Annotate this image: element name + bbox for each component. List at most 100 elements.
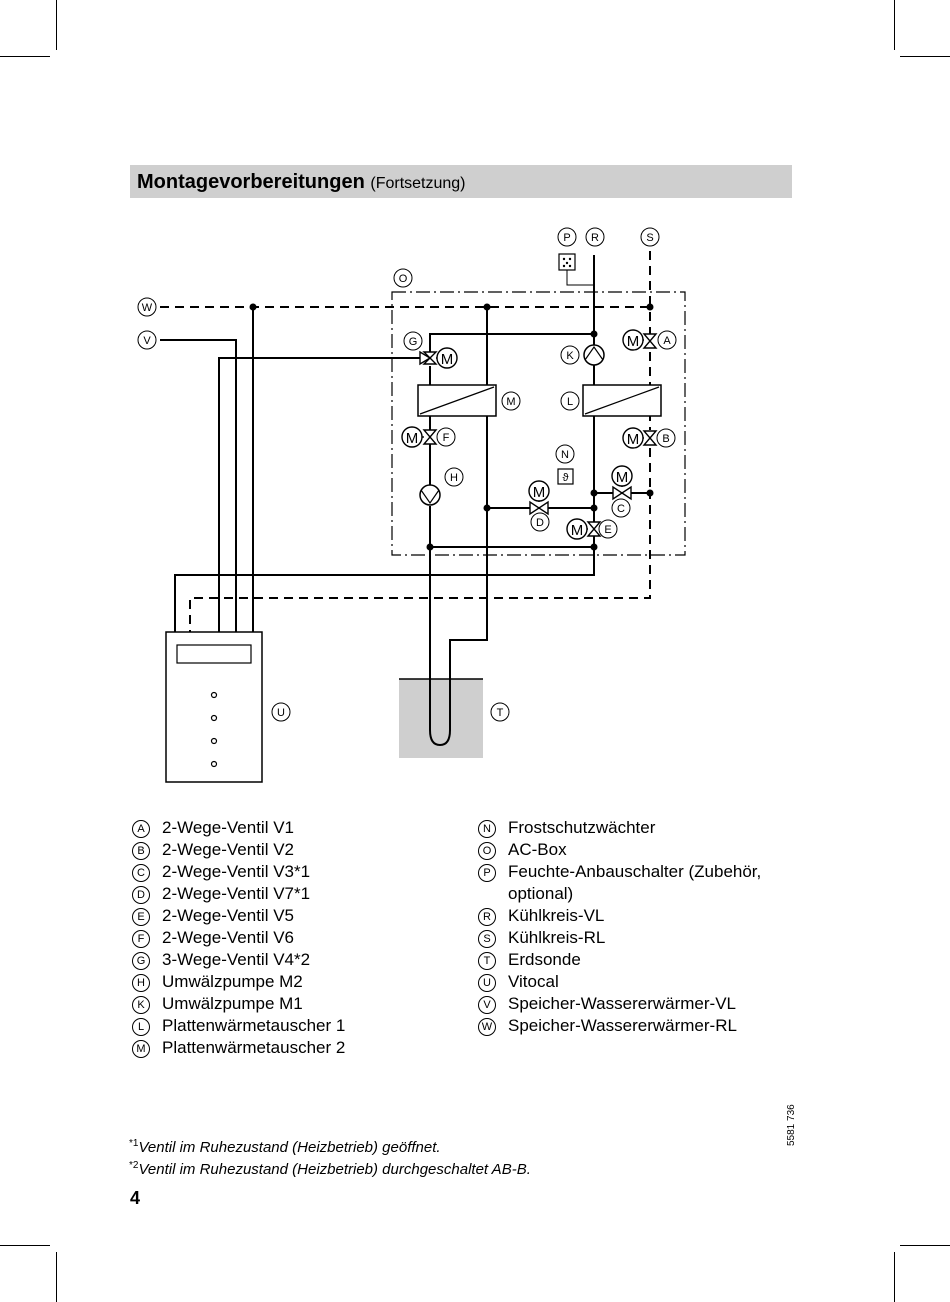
ac-box-frame xyxy=(391,291,686,556)
legend-item-text: Plattenwärmetauscher 2 xyxy=(162,1038,346,1057)
legend-key-circle: N xyxy=(478,820,496,838)
pump-h-wedge xyxy=(420,489,440,505)
legend-item-text: Umwälzpumpe M2 xyxy=(162,972,303,991)
legend-item-text: Erdsonde xyxy=(508,950,581,969)
legend-item-text: Kühlkreis-RL xyxy=(508,928,606,947)
label-o: O xyxy=(399,273,408,285)
valve-b xyxy=(642,430,658,446)
legend-key-circle: O xyxy=(478,842,496,860)
footnote-1: *1Ventil im Ruhezustand (Heizbetrieb) ge… xyxy=(129,1138,441,1156)
junction-dot xyxy=(590,489,598,497)
label-b: B xyxy=(662,433,669,445)
section-title-sub: (Fortsetzung) xyxy=(370,175,466,192)
motor-g xyxy=(436,347,458,369)
label-u: U xyxy=(277,707,285,719)
pipe-top-loop xyxy=(429,333,594,352)
legend-key-circle: G xyxy=(132,952,150,970)
legend-item-text: Frostschutzwächter xyxy=(508,818,656,837)
label-n: N xyxy=(561,449,569,461)
legend-item: P Feuchte-Anbauschalter (Zubehör, xyxy=(477,861,761,883)
label-s: S xyxy=(646,232,653,244)
junction-dot xyxy=(590,504,598,512)
document-number: 5581 736 xyxy=(786,1104,797,1146)
heat-exchanger-2-diagonal xyxy=(419,386,495,415)
frost-sensor-symbol: ϑ xyxy=(562,472,568,484)
legend-key-circle: B xyxy=(132,842,150,860)
pipe-v xyxy=(160,339,237,632)
motor-e-letter: M xyxy=(571,522,584,539)
valve-a xyxy=(642,333,658,349)
page-number: 4 xyxy=(130,1188,141,1208)
legend-key-circle: M xyxy=(132,1040,150,1058)
valve-f xyxy=(422,429,438,445)
junction-dot xyxy=(646,303,654,311)
legend-item-text: 2-Wege-Ventil V2 xyxy=(162,840,294,859)
crop-mark-tl-h xyxy=(0,56,50,57)
legend-key-circle: P xyxy=(478,864,496,882)
junction-dot xyxy=(646,489,654,497)
motor-b xyxy=(622,427,644,449)
footnote-2: *2Ventil im Ruhezustand (Heizbetrieb) du… xyxy=(129,1160,531,1178)
pipe-p-sensor xyxy=(566,270,594,286)
ground-area xyxy=(399,679,483,758)
label-a: A xyxy=(663,335,671,347)
label-d: D xyxy=(536,517,544,529)
vitocal-led xyxy=(210,714,218,722)
junction-dot xyxy=(483,303,491,311)
crop-mark-tl-v xyxy=(56,0,57,50)
junction-dot xyxy=(590,330,598,338)
legend-item: E 2-Wege-Ventil V5 xyxy=(131,905,345,927)
motor-d xyxy=(528,480,550,502)
legend-item: N Frostschutzwächter xyxy=(477,817,761,839)
footnote-2-mark: *2 xyxy=(129,1160,139,1171)
motor-e xyxy=(566,518,588,540)
label-e: E xyxy=(604,524,611,536)
vitocal-led xyxy=(210,737,218,745)
label-t: T xyxy=(497,707,504,719)
motor-b-letter: M xyxy=(627,431,640,448)
vitocal-display xyxy=(176,644,252,664)
legend-key-circle: A xyxy=(132,820,150,838)
legend-item-text: Vitocal xyxy=(508,972,559,991)
legend-item-text: Speicher-Wassererwärmer-RL xyxy=(508,1016,737,1035)
pipe-e-down xyxy=(174,534,595,632)
legend-key-circle: D xyxy=(132,886,150,904)
label-r: R xyxy=(591,232,599,244)
label-c: C xyxy=(617,503,625,515)
footnote-2-text: Ventil im Ruhezustand (Heizbetrieb) durc… xyxy=(138,1161,531,1178)
junction-dot xyxy=(483,504,491,512)
legend-item-text: Plattenwärmetauscher 1 xyxy=(162,1016,346,1035)
label-k: K xyxy=(566,350,574,362)
label-m: M xyxy=(506,396,515,408)
label-f: F xyxy=(443,432,450,444)
legend-key-circle: H xyxy=(132,974,150,992)
legend-key-circle: W xyxy=(478,1018,496,1036)
legend-item-text: 2-Wege-Ventil V5 xyxy=(162,906,294,925)
legend-item-text: 2-Wege-Ventil V7*1 xyxy=(162,884,311,903)
motor-g-letter: M xyxy=(441,351,454,368)
crop-mark-br-v xyxy=(894,1252,895,1302)
crop-mark-bl-h xyxy=(0,1245,50,1246)
legend-key-circle: F xyxy=(132,930,150,948)
legend-item-text: 2-Wege-Ventil V3*1 xyxy=(162,862,311,881)
legend-item-text: optional) xyxy=(508,884,574,903)
legend-item-text: Feuchte-Anbauschalter (Zubehör, xyxy=(508,862,762,881)
crop-mark-bl-v xyxy=(56,1252,57,1302)
legend-key-circle: V xyxy=(478,996,496,1014)
pipe-m-return xyxy=(449,307,488,730)
motor-a-letter: M xyxy=(627,333,640,350)
pump-h xyxy=(419,484,441,506)
junction-dot xyxy=(426,543,434,551)
legend-key-circle: E xyxy=(132,908,150,926)
junction-dot xyxy=(249,303,257,311)
legend-key-circle: C xyxy=(132,864,150,882)
label-p: P xyxy=(563,232,570,244)
